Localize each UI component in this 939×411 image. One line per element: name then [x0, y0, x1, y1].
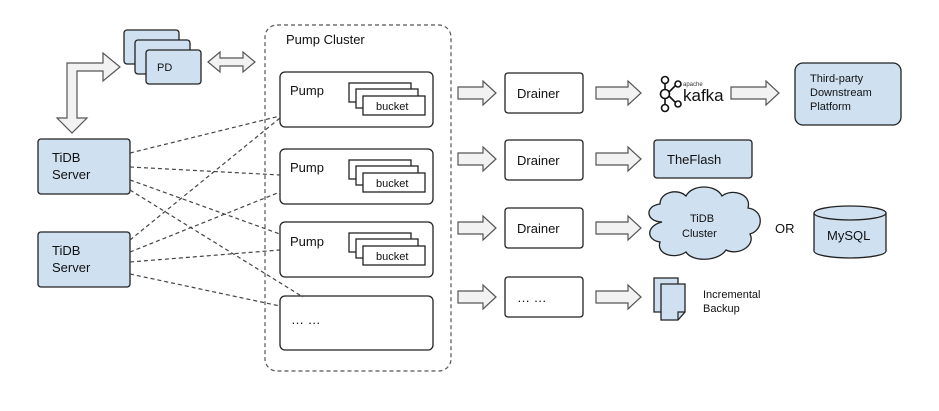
bucket-label: bucket — [376, 251, 408, 263]
mysql-label: MySQL — [827, 228, 870, 243]
pd-cluster-double-arrow — [207, 50, 256, 74]
kafka-to-thirdparty-arrow — [730, 79, 780, 107]
third-party-platform-node: Third-party Downstream Platform — [794, 62, 902, 126]
drainer-more-label: … … — [517, 290, 547, 305]
backup-line1: Incremental — [703, 289, 760, 301]
drainer-label: Drainer — [517, 86, 560, 101]
tidb-server-2: TiDB Server — [37, 231, 131, 288]
tidb-server-label-line1: TiDB — [52, 243, 80, 258]
theflash-node: TheFlash — [653, 139, 753, 179]
drainer-to-destination-arrows — [595, 79, 642, 311]
pump-to-drainer-arrows — [457, 79, 497, 311]
drainer-label: Drainer — [517, 153, 560, 168]
backup-line2: Backup — [703, 303, 740, 315]
tidb-server-label-line1: TiDB — [52, 150, 80, 165]
pump-node-2: Pump bucket — [279, 148, 434, 205]
bucket-label: bucket — [376, 101, 408, 113]
tidb-cluster-cloud: TiDB Cluster — [648, 186, 761, 260]
pump-node-3: Pump bucket — [279, 221, 434, 278]
tidb-cluster-line2: Cluster — [682, 228, 717, 240]
pd-node: PD — [123, 29, 202, 85]
drainer-node-3: Drainer — [504, 207, 584, 249]
tidb-server-1: TiDB Server — [37, 138, 131, 195]
mysql-database: MySQL — [813, 205, 887, 259]
kafka-icon — [659, 75, 682, 113]
drainer-node-more: … … — [504, 276, 584, 318]
document-icon — [653, 277, 686, 321]
pump-cluster-title: Pump Cluster — [286, 32, 365, 47]
theflash-label: TheFlash — [667, 152, 721, 167]
third-party-line1: Third-party — [810, 73, 864, 85]
kafka-brand: kafka — [683, 86, 724, 105]
tidb-to-pd-bent-arrow — [55, 51, 121, 134]
kafka-brand-small: apache — [683, 82, 703, 88]
pump-label: Pump — [290, 234, 324, 249]
pump-cluster-container: Pump Cluster — [264, 24, 452, 372]
incremental-backup: Incremental Backup — [653, 277, 760, 321]
tidb-cluster-line1: TiDB — [690, 213, 714, 225]
pump-label: Pump — [290, 83, 324, 98]
tidb-pump-connections — [129, 115, 304, 307]
pump-node-more: … … — [279, 295, 434, 351]
pump-more-label: … … — [291, 312, 321, 327]
drainer-node-2: Drainer — [504, 139, 584, 181]
pump-label: Pump — [290, 160, 324, 175]
drainer-node-1: Drainer — [504, 72, 584, 114]
pump-node-1: Pump bucket — [279, 71, 434, 128]
or-label: OR — [775, 221, 795, 236]
bucket-label: bucket — [376, 178, 408, 190]
drainer-label: Drainer — [517, 221, 560, 236]
kafka-logo: apache kafka — [659, 75, 724, 113]
tidb-server-label-line2: Server — [52, 167, 91, 182]
tidb-server-label-line2: Server — [52, 260, 91, 275]
third-party-line3: Platform — [810, 101, 851, 113]
third-party-line2: Downstream — [810, 87, 872, 99]
pd-label: PD — [157, 62, 172, 74]
